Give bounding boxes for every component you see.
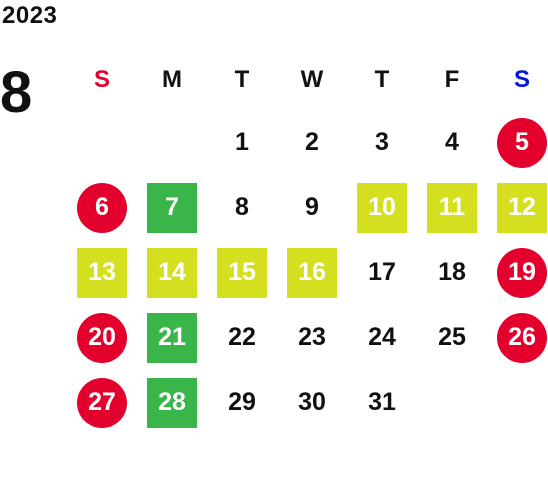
empty-cell <box>137 110 207 175</box>
day-cell[interactable]: 4 <box>417 110 487 175</box>
day-cell[interactable]: 8 <box>207 175 277 240</box>
day-number: 15 <box>217 247 267 298</box>
day-cell[interactable]: 6 <box>67 175 137 240</box>
day-cell[interactable]: 25 <box>417 305 487 370</box>
day-number: 3 <box>375 128 389 156</box>
weekday-header: T <box>374 66 390 93</box>
day-number: 24 <box>368 323 396 351</box>
day-number: 2 <box>305 128 319 156</box>
day-number: 7 <box>147 182 197 233</box>
day-cell[interactable]: 19 <box>487 240 548 305</box>
day-number: 17 <box>368 258 396 286</box>
day-number: 1 <box>235 128 249 156</box>
day-number: 29 <box>228 388 256 416</box>
day-number: 28 <box>147 377 197 428</box>
day-number: 16 <box>287 247 337 298</box>
day-number: 11 <box>427 182 477 233</box>
day-cell[interactable]: 23 <box>277 305 347 370</box>
month-number: 8 <box>0 60 33 125</box>
day-cell[interactable]: 3 <box>347 110 417 175</box>
empty-cell <box>67 110 137 175</box>
day-cell[interactable]: 22 <box>207 305 277 370</box>
day-cell[interactable]: 2 <box>277 110 347 175</box>
weekday-header: T <box>234 66 250 93</box>
day-cell[interactable]: 5 <box>487 110 548 175</box>
weekday-header: S <box>93 66 110 93</box>
day-cell[interactable]: 28 <box>137 370 207 435</box>
day-number: 6 <box>77 182 127 233</box>
day-cell[interactable]: 16 <box>277 240 347 305</box>
day-number: 9 <box>305 193 319 221</box>
day-number: 5 <box>497 117 547 168</box>
day-number: 14 <box>147 247 197 298</box>
day-cell[interactable]: 15 <box>207 240 277 305</box>
day-cell[interactable]: 27 <box>67 370 137 435</box>
day-number: 27 <box>77 377 127 428</box>
day-number: 13 <box>77 247 127 298</box>
day-number: 18 <box>438 258 466 286</box>
year-label: 2023 <box>2 2 58 29</box>
day-number: 22 <box>228 323 256 351</box>
day-cell[interactable]: 9 <box>277 175 347 240</box>
day-number: 10 <box>357 182 407 233</box>
day-cell[interactable]: 7 <box>137 175 207 240</box>
weekday-header: F <box>444 66 460 93</box>
day-cell[interactable]: 10 <box>347 175 417 240</box>
day-cell[interactable]: 26 <box>487 305 548 370</box>
weekday-header: S <box>513 66 530 93</box>
day-number: 12 <box>497 182 547 233</box>
day-number: 25 <box>438 323 466 351</box>
day-number: 20 <box>77 312 127 363</box>
day-number: 19 <box>497 247 547 298</box>
day-cell[interactable]: 21 <box>137 305 207 370</box>
day-cell[interactable]: 13 <box>67 240 137 305</box>
day-cell[interactable]: 17 <box>347 240 417 305</box>
day-number: 8 <box>235 193 249 221</box>
day-number: 31 <box>368 388 396 416</box>
day-cell[interactable]: 1 <box>207 110 277 175</box>
weekday-header: W <box>300 66 324 93</box>
day-cell[interactable]: 14 <box>137 240 207 305</box>
day-cell[interactable]: 31 <box>347 370 417 435</box>
weekday-header: M <box>162 66 182 93</box>
day-number: 4 <box>445 128 459 156</box>
day-cell[interactable]: 12 <box>487 175 548 240</box>
day-cell[interactable]: 29 <box>207 370 277 435</box>
day-cell[interactable]: 24 <box>347 305 417 370</box>
day-cell[interactable]: 11 <box>417 175 487 240</box>
day-cell[interactable]: 30 <box>277 370 347 435</box>
day-number: 21 <box>147 312 197 363</box>
day-cell[interactable]: 20 <box>67 305 137 370</box>
day-number: 23 <box>298 323 326 351</box>
day-number: 26 <box>497 312 547 363</box>
day-cell[interactable]: 18 <box>417 240 487 305</box>
day-number: 30 <box>298 388 326 416</box>
